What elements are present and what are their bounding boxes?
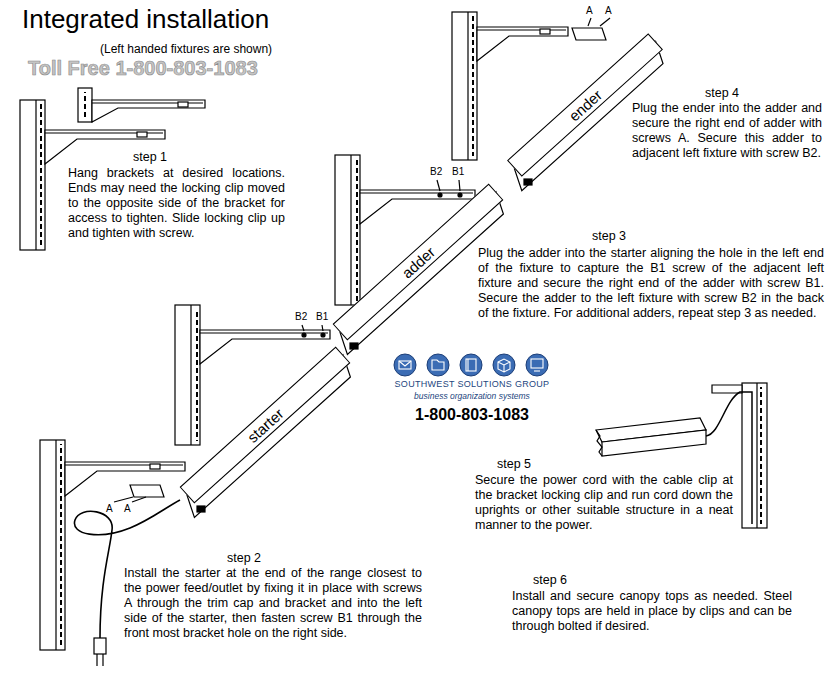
- title: Integrated installation: [22, 4, 269, 35]
- book-glyph: [467, 359, 468, 371]
- bracket-arm: [92, 100, 205, 122]
- screw-label: B2: [295, 311, 307, 323]
- logo-icon: [526, 354, 548, 376]
- step-heading: step 2: [227, 551, 261, 566]
- box-glyph: [498, 359, 510, 372]
- leader-line: [600, 18, 610, 26]
- plug-socket: [524, 179, 532, 185]
- step-heading: step 3: [592, 229, 626, 244]
- upright-edge: [55, 440, 56, 650]
- logo-icon: [427, 354, 449, 376]
- leader-line: [114, 497, 133, 502]
- step-heading: step 5: [497, 457, 531, 472]
- leader-line: [322, 325, 323, 331]
- leader-line: [437, 180, 440, 191]
- upright-edge: [350, 155, 351, 305]
- locking-clip: [137, 132, 147, 137]
- leader-line: [459, 180, 460, 191]
- leader-line: [302, 325, 304, 331]
- upright-post: [742, 383, 767, 528]
- logo-icon: [394, 354, 416, 376]
- bracket-flange: [360, 192, 473, 193]
- bracket-arm: [712, 385, 742, 393]
- plug-prong: [96, 654, 97, 666]
- upright-post: [175, 305, 200, 445]
- upright-edge: [190, 305, 191, 445]
- upright-slots: [356, 159, 358, 301]
- bracket-hook-plate: [78, 88, 92, 122]
- subtitle: (Left handed fixtures are shown): [100, 42, 340, 56]
- screw-label: B2: [430, 166, 442, 178]
- screw-hole: [321, 333, 325, 337]
- upright-edge: [467, 12, 468, 160]
- locking-clip: [178, 102, 188, 107]
- screw-label: A: [605, 5, 612, 17]
- screw-label: B1: [452, 166, 464, 178]
- locking-clip: [540, 29, 550, 34]
- envelope-glyph: [399, 361, 411, 366]
- screw-label: A: [586, 5, 593, 17]
- upright-slots: [472, 16, 474, 156]
- power-plug: [94, 638, 106, 654]
- step-text: Plug the adder into the starter aligning…: [478, 246, 824, 321]
- screw-hole: [302, 333, 306, 337]
- step-heading: step 1: [133, 150, 167, 165]
- watermark: Toll Free 1-800-803-1083: [28, 56, 328, 80]
- fixture-break: [596, 430, 602, 456]
- step-heading: step 4: [705, 86, 739, 101]
- plug-socket: [197, 506, 205, 512]
- bracket-flange: [200, 332, 328, 333]
- bracket-arm: [477, 27, 568, 61]
- bracket-flange: [65, 464, 183, 465]
- upright-slots: [60, 444, 62, 646]
- screw-hole: [458, 193, 462, 197]
- monitor-glyph: [531, 359, 543, 368]
- upright-post: [452, 12, 477, 160]
- upright-slots: [760, 387, 762, 524]
- bracket-flange: [477, 29, 566, 30]
- bracket-hooks: [84, 92, 86, 118]
- leader-line: [132, 497, 146, 502]
- envelope-glyph: [399, 361, 411, 369]
- upright-edge: [756, 383, 757, 528]
- phone-number: 1-800-803-1083: [383, 405, 561, 424]
- plug-prong: [102, 654, 103, 666]
- book-glyph: [466, 359, 476, 371]
- locking-clip: [150, 464, 160, 469]
- upright-slots: [196, 309, 198, 441]
- step-text: Install the starter at the end of the ra…: [124, 566, 422, 641]
- step-text: Secure the power cord with the cable cli…: [475, 473, 733, 533]
- company-name: SOUTHWEST SOLUTIONS GROUP: [383, 379, 561, 390]
- screw-label: A: [106, 503, 113, 515]
- screw-label: B1: [316, 311, 328, 323]
- bracket-arm: [200, 330, 330, 364]
- step-text: Hang brackets at desired locations. Ends…: [68, 166, 285, 241]
- screw-label: A: [124, 503, 131, 515]
- bracket-arm: [65, 462, 185, 496]
- upright-post: [40, 440, 65, 650]
- step-heading: step 6: [533, 573, 567, 588]
- monitor-glyph: [534, 370, 540, 371]
- screw-hole: [438, 193, 442, 197]
- company-tagline: business organization systems: [383, 391, 561, 401]
- trim-cap: [572, 28, 606, 40]
- step-text: Install and secure canopy tops as needed…: [512, 589, 792, 634]
- upright-slots: [40, 104, 42, 246]
- leader-line: [588, 18, 591, 26]
- logo-icon: [460, 354, 482, 376]
- upright-post: [335, 155, 360, 305]
- upright-post: [20, 100, 45, 250]
- fixture-front: [602, 430, 706, 456]
- fixture-bar: starter: [180, 347, 351, 504]
- upright-edge: [35, 100, 36, 250]
- plug-socket: [350, 343, 358, 349]
- trim-cap: [130, 485, 164, 497]
- folder-glyph: [432, 360, 444, 370]
- logo-icon: [493, 354, 515, 376]
- step-text: Plug the ender into the adder and secure…: [632, 101, 822, 161]
